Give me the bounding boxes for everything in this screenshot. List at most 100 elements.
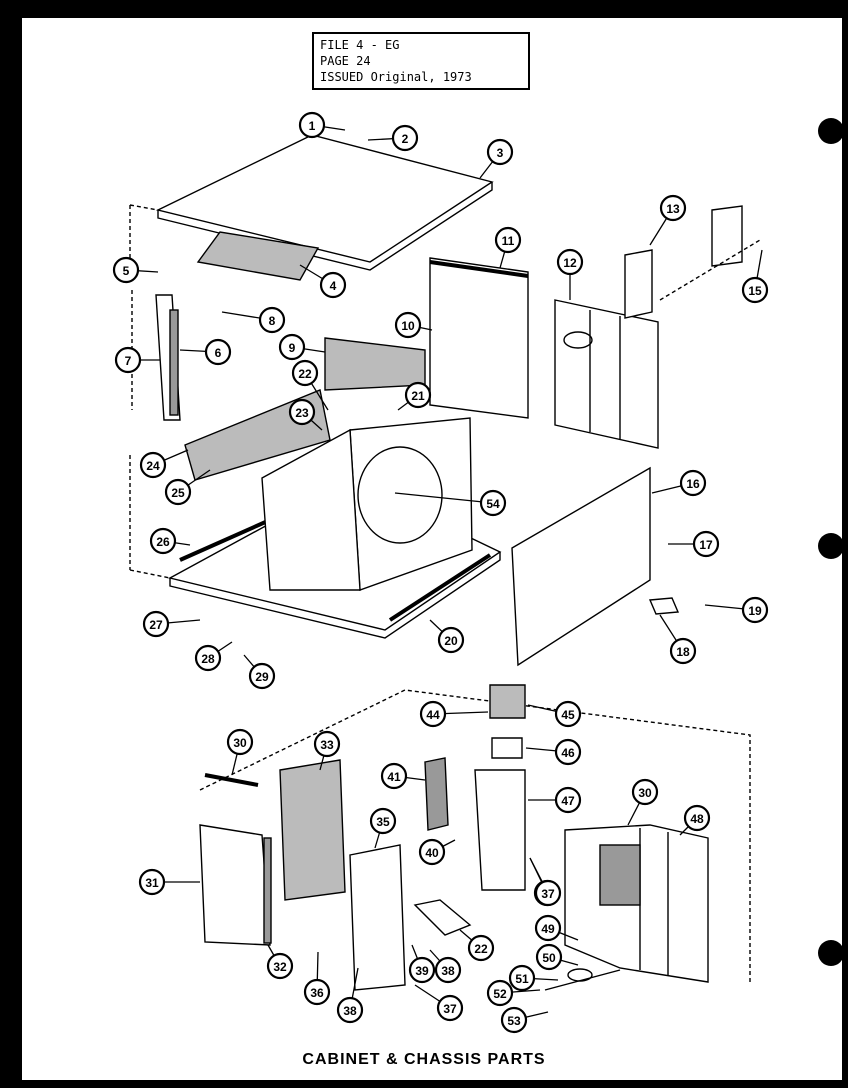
callout-number: 24 — [146, 459, 160, 473]
callout-10: 10 — [394, 311, 433, 339]
callout-24: 24 — [139, 449, 189, 479]
diagram-caption: CABINET & CHASSIS PARTS — [302, 1051, 546, 1068]
callout-circle — [291, 359, 319, 387]
callout-16: 16 — [651, 469, 707, 497]
callout-circle — [741, 276, 769, 304]
callout-17: 17 — [668, 530, 720, 558]
binder-hole-middle — [818, 533, 844, 559]
callout-35: 35 — [369, 807, 397, 849]
callout-circle — [248, 662, 276, 690]
callout-circle — [226, 728, 254, 756]
file-info-box: FILE 4 - EG PAGE 24 ISSUED Original, 197… — [312, 32, 530, 90]
callout-circle — [303, 978, 331, 1006]
callout-number: 53 — [507, 1014, 521, 1028]
callout-circle — [494, 226, 522, 254]
callout-circle — [194, 644, 222, 672]
callout-51: 51 — [508, 964, 559, 992]
callout-number: 46 — [561, 746, 575, 760]
callout-number: 17 — [699, 538, 713, 552]
callout-number: 28 — [201, 652, 215, 666]
callout-number: 36 — [310, 986, 324, 1000]
callout-45: 45 — [527, 700, 582, 728]
callout-circle — [380, 762, 408, 790]
callout-number: 8 — [269, 314, 276, 328]
callout-number: 40 — [425, 846, 439, 860]
callout-7: 7 — [114, 346, 160, 374]
callout-23: 23 — [288, 398, 323, 431]
callout-number: 52 — [493, 987, 507, 1001]
callout-15: 15 — [741, 249, 769, 304]
callout-44: 44 — [419, 700, 489, 728]
callout-9: 9 — [278, 333, 326, 361]
callout-5: 5 — [112, 256, 159, 284]
callout-circle — [479, 489, 507, 517]
callout-circle — [266, 952, 294, 980]
callout-circle — [741, 596, 769, 624]
callout-19: 19 — [704, 596, 769, 624]
partition-panel — [429, 257, 529, 419]
svg-text:30: 30 — [638, 786, 652, 800]
callout-number: 33 — [320, 738, 334, 752]
callout-circle — [669, 637, 697, 665]
callout-circle — [486, 979, 514, 1007]
callout-29: 29 — [243, 654, 276, 690]
callout-circle — [404, 381, 432, 409]
callout-number: 5 — [123, 264, 130, 278]
binder-hole-top — [818, 118, 844, 144]
callout-number: 1 — [309, 119, 316, 133]
air-filter — [279, 759, 346, 901]
callout-circle — [369, 807, 397, 835]
callout-circle — [508, 964, 536, 992]
callout-4: 4 — [299, 264, 347, 299]
callout-number: 32 — [273, 960, 287, 974]
callout-37: 37 — [529, 857, 562, 907]
callout-number: 41 — [387, 770, 401, 784]
callout-circle — [149, 527, 177, 555]
callout-number: 18 — [676, 645, 690, 659]
callout-39: 39 — [408, 944, 436, 984]
callout-circle — [164, 478, 192, 506]
callout-20: 20 — [429, 619, 465, 654]
top-cover — [155, 134, 494, 263]
callout-number: 26 — [156, 535, 170, 549]
callout-2: 2 — [367, 124, 419, 152]
front-panel — [199, 824, 271, 946]
callout-number: 29 — [255, 670, 269, 684]
callout-47: 47 — [528, 786, 582, 814]
callout-circle — [204, 338, 232, 366]
callout-number: 30 — [233, 736, 247, 750]
callout-number: 9 — [289, 341, 296, 355]
callout-number: 25 — [171, 486, 185, 500]
callout-circle — [556, 248, 584, 276]
callout-number: 21 — [411, 389, 425, 403]
page-line: PAGE 24 — [320, 54, 371, 68]
callout-number: 7 — [125, 354, 132, 368]
bracket — [624, 249, 653, 319]
callout-circle — [679, 469, 707, 497]
callout-49: 49 — [534, 914, 579, 942]
callout-number: 3 — [497, 146, 504, 160]
callout-32: 32 — [266, 944, 294, 980]
callout-number: 31 — [145, 876, 159, 890]
callout-number: 11 — [502, 234, 515, 248]
callout-circle — [554, 700, 582, 728]
callout-circle — [659, 194, 687, 222]
callout-circle — [114, 346, 142, 374]
callout-52: 52 — [486, 979, 541, 1007]
callout-37: 37 — [414, 984, 464, 1022]
bracket-41 — [424, 757, 449, 831]
svg-text:38: 38 — [441, 964, 455, 978]
callout-circle — [418, 838, 446, 866]
callout-number: 38 — [343, 1004, 357, 1018]
callout-31: 31 — [138, 868, 200, 896]
callout-8: 8 — [221, 306, 286, 334]
callout-number: 23 — [295, 406, 309, 420]
callout-46: 46 — [525, 738, 582, 766]
callout-circle — [692, 530, 720, 558]
callout-number: 22 — [298, 367, 312, 381]
callout-21: 21 — [397, 381, 432, 411]
callout-number: 44 — [426, 708, 440, 722]
issued-line: ISSUED Original, 1973 — [320, 70, 472, 84]
callout-circle — [278, 333, 306, 361]
